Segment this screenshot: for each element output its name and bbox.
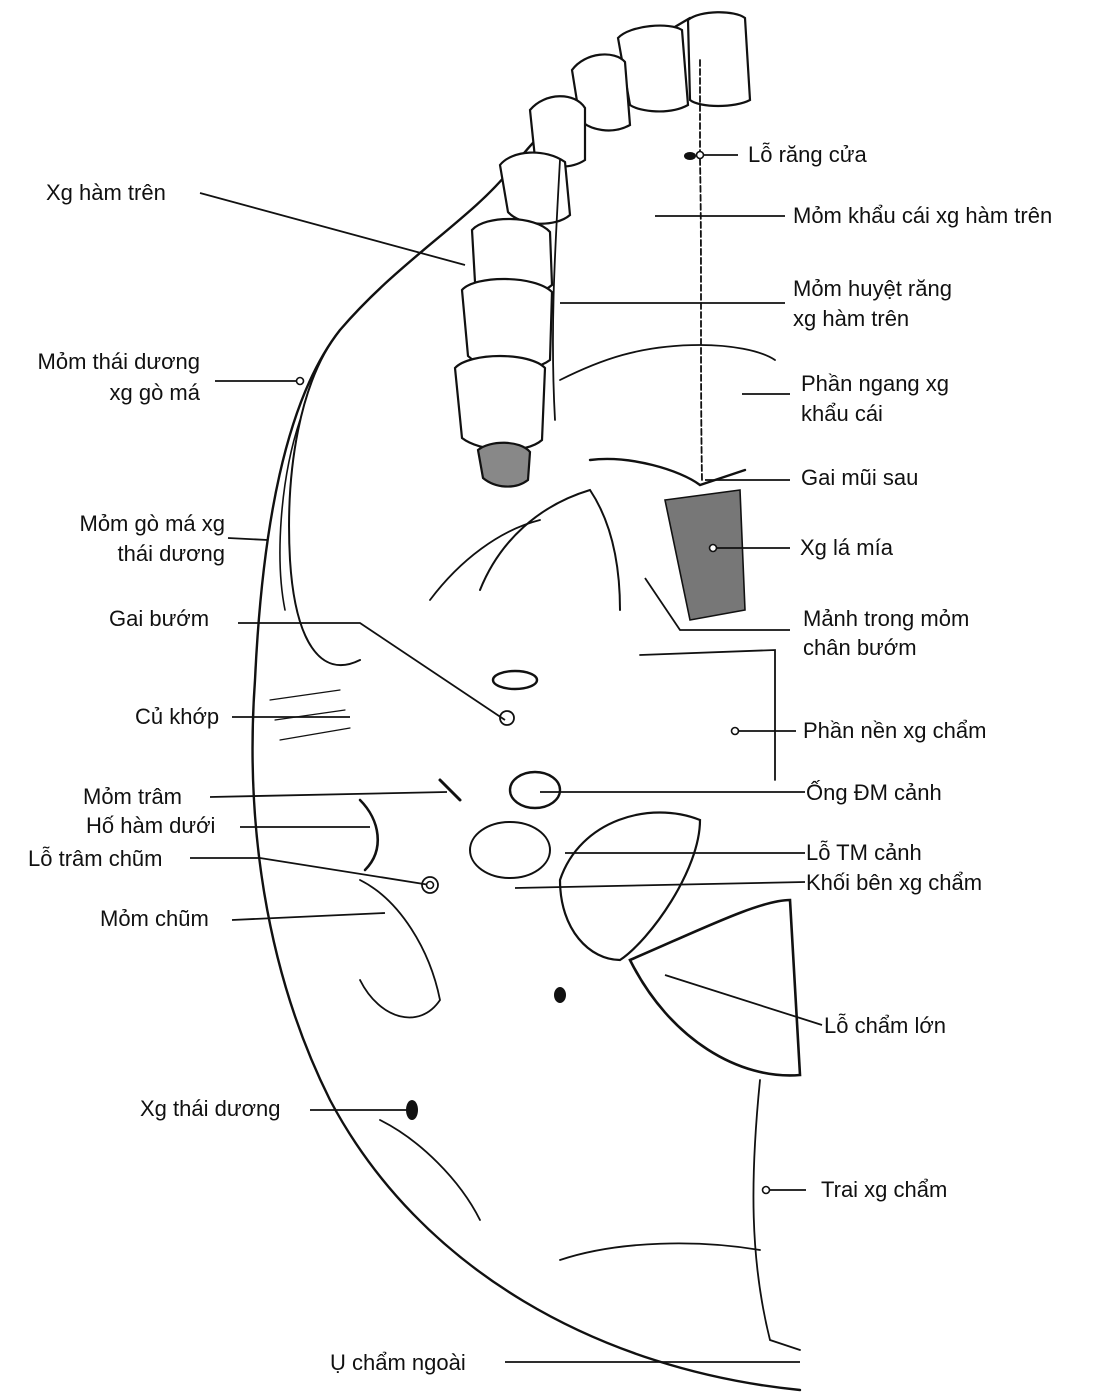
label-phan-ngang-1: Phần ngang xg (801, 371, 949, 397)
foramen-ovale (493, 671, 537, 689)
label-xg-la-mia: Xg lá mía (800, 535, 893, 561)
label-gai-mui-sau: Gai mũi sau (801, 465, 918, 491)
leader-khoi-ben (515, 882, 805, 888)
label-mom-huyet-rang-1: Mỏm huyệt răng (793, 276, 952, 302)
label-lo-tram-chum: Lỗ trâm chũm (28, 846, 163, 872)
label-mom-huyet-rang-2: xg hàm trên (793, 306, 909, 332)
label-phan-ngang-2: khẩu cái (801, 401, 883, 427)
leader-mom-go-ma (228, 538, 268, 540)
basilar-edge (640, 650, 775, 780)
molar-3 (455, 356, 545, 450)
carotid-canal (510, 772, 560, 808)
label-manh-trong-2: chân bướm (803, 635, 917, 661)
label-xg-ham-tren: Xg hàm trên (46, 180, 166, 206)
leader-mom-tram (210, 792, 447, 797)
label-manh-trong-1: Mảnh trong mỏm (803, 606, 969, 632)
leader-lo-cham-lon (665, 975, 822, 1025)
choana-edge (590, 459, 745, 485)
label-mom-chum: Mỏm chũm (100, 906, 209, 932)
label-lo-tm-canh: Lỗ TM cảnh (806, 840, 922, 866)
mandibular-fossa (360, 800, 378, 870)
styloid-process (440, 780, 460, 800)
label-lo-rang-cua: Lỗ răng cửa (748, 142, 867, 168)
label-gai-buom: Gai bướm (109, 606, 209, 632)
label-mom-thai-duong-2: xg gò má (10, 380, 200, 406)
teeth-row (455, 12, 750, 486)
label-khoi-ben: Khối bên xg chẩm (806, 870, 982, 896)
leader-xg-ham-tren (200, 193, 465, 265)
incisor-1 (688, 12, 750, 106)
label-mom-khau-cai: Mỏm khẩu cái xg hàm trên (793, 203, 1052, 229)
jugular-foramen (470, 822, 550, 878)
mastoid-process (360, 880, 440, 1017)
label-u-cham-ngoai: Ụ chẩm ngoài (330, 1350, 466, 1376)
label-mom-go-ma-1: Mỏm gò má xg (10, 511, 225, 537)
temporal-suture (380, 1120, 480, 1220)
leader-lo-tram-chum (190, 858, 430, 885)
nuchal-line (560, 1243, 760, 1260)
label-ong-dm-canh: Ống ĐM cảnh (806, 780, 942, 806)
label-lo-cham-lon: Lỗ chẩm lớn (824, 1013, 946, 1039)
incisive-foramen (684, 152, 696, 160)
label-cu-khop: Củ khớp (135, 704, 219, 730)
label-mom-thai-duong-1: Mỏm thái dương (10, 349, 200, 375)
label-trai-xg-cham: Trai xg chẩm (821, 1177, 947, 1203)
palate-midline (700, 60, 702, 480)
label-xg-thai-duong: Xg thái dương (140, 1096, 280, 1122)
pterygoid-lateral (430, 520, 540, 600)
vomer-bone (665, 490, 745, 620)
molar-root (478, 443, 530, 487)
label-mom-go-ma-2: thái dương (10, 541, 225, 567)
occipital-crest (753, 1080, 800, 1350)
pterygoid-plate (480, 490, 620, 610)
label-mom-tram: Mỏm trâm (83, 784, 182, 810)
leader-mom-chum (232, 913, 385, 920)
label-phan-nen: Phần nền xg chẩm (803, 718, 986, 744)
label-ho-ham-duoi: Hố hàm dưới (86, 813, 215, 839)
foramen-magnum (630, 900, 800, 1075)
ant-dot (554, 987, 566, 1003)
palate-suture (560, 345, 775, 380)
leader-gai-buom (238, 623, 505, 720)
articular-hatch (270, 690, 350, 740)
